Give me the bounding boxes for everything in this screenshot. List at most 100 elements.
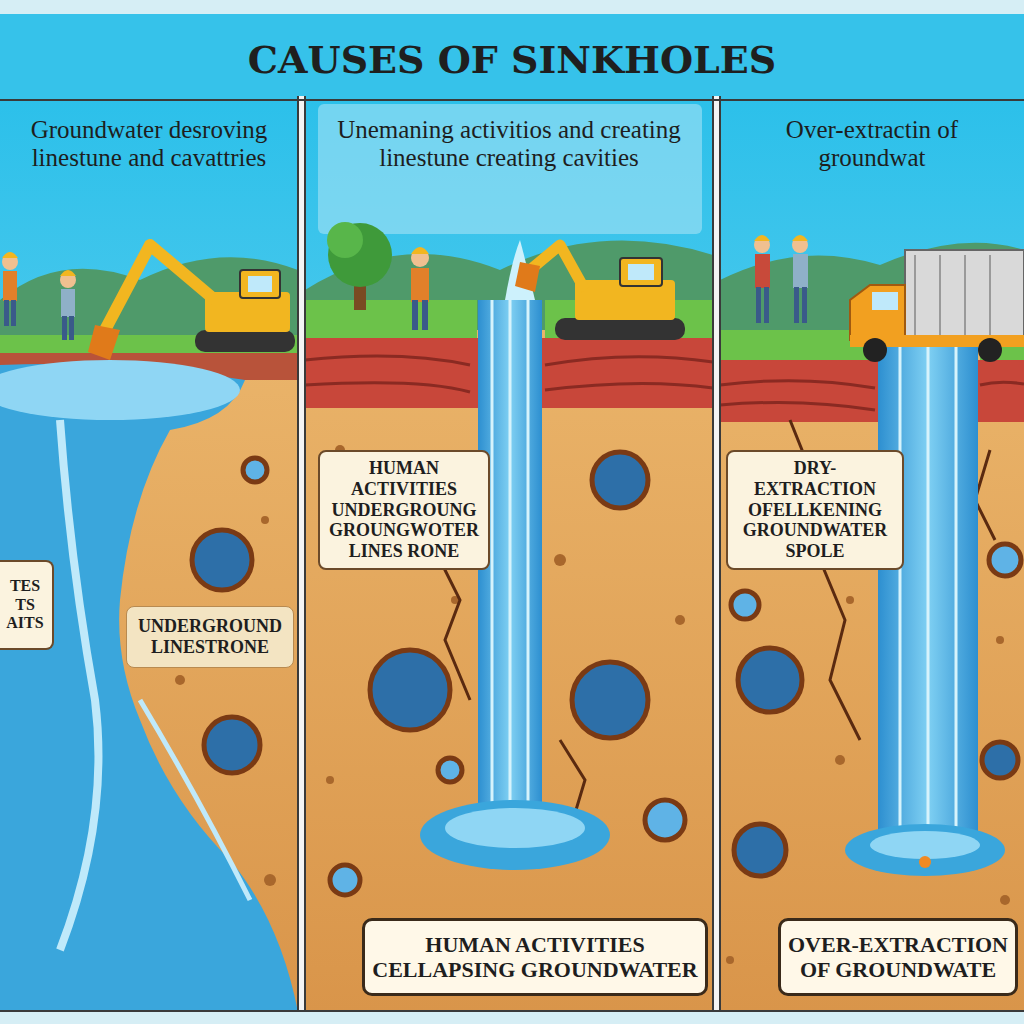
panel-separators-part bbox=[298, 96, 720, 1014]
label-text: DRY- EXTRACTION OFELLKENING GROUNDWATER … bbox=[734, 458, 896, 561]
workers-part-part bbox=[4, 300, 9, 326]
workers-part-part bbox=[802, 287, 807, 323]
label-text: HUMAN ACTIVITIES CELLAPSING GROUNDWATER bbox=[371, 932, 699, 983]
cavity-holes-part-part bbox=[738, 648, 802, 712]
cavity-holes-part-part bbox=[192, 530, 252, 590]
callout-box: DRY- EXTRACTION OFELLKENING GROUNDWATER … bbox=[726, 450, 904, 570]
excavator-1-part bbox=[248, 276, 272, 292]
hills-part bbox=[720, 243, 1024, 340]
soil-pebbles-part bbox=[264, 874, 276, 886]
underground-soil-part bbox=[0, 350, 298, 1012]
panel-separators-part bbox=[298, 96, 305, 1014]
truck-part bbox=[905, 250, 1024, 338]
caption-box: OVER-EXTRACTION OF GROUNDWATE bbox=[778, 918, 1018, 996]
workers-part-part bbox=[412, 300, 418, 330]
soil-pebbles-part bbox=[996, 636, 1004, 644]
excavator-1 bbox=[88, 245, 295, 360]
cavity-holes-part-part bbox=[370, 650, 450, 730]
cavity-holes-part-part bbox=[982, 742, 1018, 778]
grass-part bbox=[305, 300, 477, 338]
groundwater-column-2-part bbox=[445, 808, 585, 848]
cropped-label-box: TES TS AITS bbox=[0, 560, 54, 650]
cavity-holes-part-part bbox=[204, 717, 260, 773]
cavity-holes-part-part bbox=[572, 662, 648, 738]
workers-part bbox=[411, 247, 429, 330]
soil-pebbles-part bbox=[326, 776, 334, 784]
truck-part bbox=[850, 285, 905, 340]
workers-part-part bbox=[3, 271, 17, 301]
workers-part-part bbox=[754, 235, 770, 241]
tree bbox=[327, 222, 392, 310]
cavity-holes-part-part bbox=[438, 758, 462, 782]
soil-pebbles-part bbox=[1000, 895, 1010, 905]
panel-heading: Over-extractin of groundwat bbox=[720, 100, 1024, 172]
panel-backgrounds-part bbox=[305, 100, 713, 1012]
workers-part-part bbox=[755, 254, 770, 288]
excavator-1-part bbox=[105, 245, 215, 330]
cavity-holes-part-part bbox=[734, 824, 786, 876]
cracks-part bbox=[820, 560, 860, 740]
cavity-holes-part-part bbox=[592, 452, 648, 508]
groundwater-column-3-part bbox=[878, 345, 978, 850]
underground-soil-part bbox=[720, 381, 1024, 410]
workers-part-part bbox=[792, 235, 808, 241]
limestone-label-box: UNDERGROUND LINESTRONE bbox=[126, 606, 294, 668]
groundwater-pool-1-part bbox=[60, 420, 98, 950]
workers-part bbox=[60, 270, 76, 340]
workers-part-part bbox=[756, 287, 761, 323]
groundwater-column-3-part bbox=[845, 824, 1005, 876]
excavator-1-part bbox=[88, 325, 120, 360]
workers-part-part bbox=[11, 300, 16, 326]
workers-part-part bbox=[764, 287, 769, 323]
workers bbox=[2, 235, 808, 340]
workers-part-part bbox=[794, 287, 799, 323]
soil-pebbles-part bbox=[726, 956, 734, 964]
workers-part-part bbox=[60, 270, 76, 276]
label-text: HUMAN ACTIVITIES UNDERGROUNG GROUNGWOTER… bbox=[326, 458, 482, 561]
truck-part bbox=[863, 338, 887, 362]
workers-part-part bbox=[2, 252, 18, 258]
workers-part-part bbox=[69, 316, 74, 340]
workers-part-part bbox=[62, 316, 67, 340]
tree-part bbox=[328, 223, 392, 287]
groundwater-column-2-part bbox=[420, 800, 610, 870]
excavator-1-part bbox=[240, 270, 280, 298]
panel-separators-part bbox=[713, 96, 720, 1014]
label-text: OVER-EXTRACTION OF GROUNDWATE bbox=[787, 932, 1009, 983]
excavator-2-part bbox=[515, 262, 540, 292]
groundwater-column-3-part bbox=[870, 831, 980, 859]
truck bbox=[850, 250, 1024, 362]
groundwater-column-3-part bbox=[900, 345, 956, 840]
workers-part bbox=[754, 235, 770, 323]
soil-pebbles-part bbox=[846, 596, 854, 604]
workers-part-part bbox=[793, 254, 808, 288]
excavator-2 bbox=[515, 245, 685, 340]
panel-backgrounds-part bbox=[720, 100, 1024, 1012]
panel-heading: Groundwater desroving linestune and cava… bbox=[0, 100, 298, 172]
underground-soil-part bbox=[720, 360, 1024, 422]
groundwater-column-2-part bbox=[492, 300, 528, 820]
soil-pebbles-part bbox=[675, 615, 685, 625]
panel-separators-part bbox=[0, 1010, 1024, 1024]
callout-box: HUMAN ACTIVITIES UNDERGROUNG GROUNGWOTER… bbox=[318, 450, 490, 570]
soil-pebbles-part bbox=[835, 755, 845, 765]
truck-part bbox=[872, 292, 898, 310]
soil-pebbles-part bbox=[175, 675, 185, 685]
panel-backgrounds-part bbox=[0, 100, 298, 1012]
cavity-holes-part-part bbox=[989, 544, 1021, 576]
cracks-part bbox=[440, 560, 470, 700]
soil-pebbles-part bbox=[261, 516, 269, 524]
groundwater-column-3-part bbox=[919, 856, 931, 868]
groundwater-pool-1-part bbox=[0, 360, 240, 420]
workers-part-part bbox=[411, 268, 429, 302]
frame-part bbox=[0, 14, 1024, 102]
groundwater-column-3 bbox=[845, 345, 1005, 876]
soil-pebbles-part bbox=[554, 554, 566, 566]
cause-panel: Groundwater desroving linestune and cava… bbox=[0, 100, 298, 1010]
workers-part-part bbox=[61, 289, 75, 317]
groundwater-pool-1-part bbox=[140, 700, 250, 900]
excavator-2-part bbox=[628, 264, 654, 280]
workers-part-part bbox=[422, 300, 428, 330]
